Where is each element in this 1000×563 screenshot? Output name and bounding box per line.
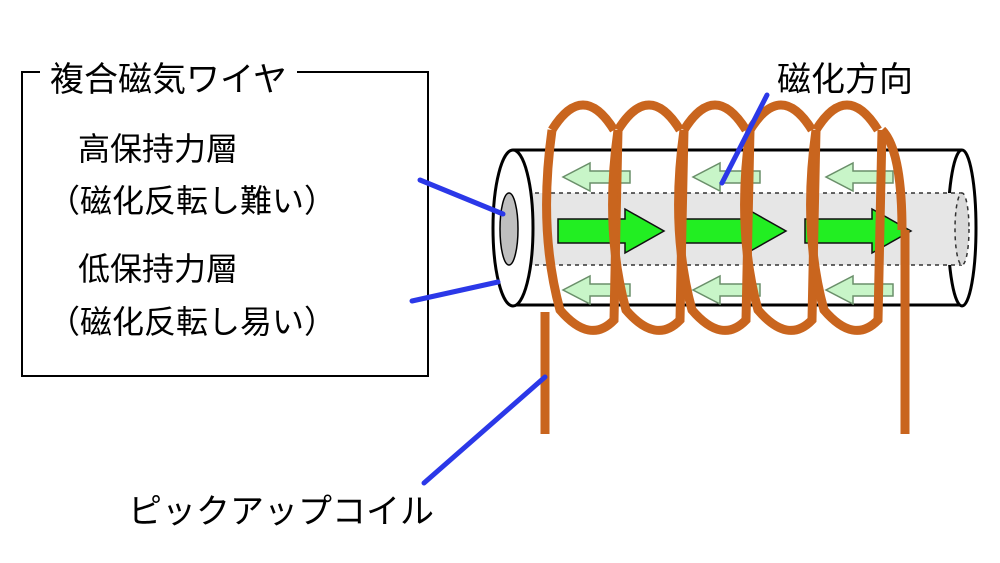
shell-arrow bbox=[824, 161, 894, 193]
low-coercivity-label: 低保持力層 bbox=[78, 250, 239, 288]
shell-arrows bbox=[561, 161, 894, 306]
core-left-end bbox=[499, 192, 519, 266]
high-coercivity-label: 高保持力層 bbox=[78, 130, 239, 168]
leader-high-coercivity bbox=[417, 177, 506, 217]
legend-box-title: 複合磁気ワイヤ bbox=[40, 52, 297, 101]
coil-back bbox=[548, 100, 882, 133]
shell-arrow bbox=[824, 274, 894, 306]
leader-magnetization-direction bbox=[719, 92, 770, 186]
pickup-coil-label: ピックアップコイル bbox=[128, 492, 434, 532]
leader-low-coercivity bbox=[409, 279, 501, 304]
shell-arrow bbox=[561, 161, 631, 193]
magnetization-direction-label: 磁化方向 bbox=[777, 60, 913, 100]
leader-lines bbox=[409, 92, 770, 486]
low-coercivity-note: （磁化反転し易い） bbox=[48, 303, 337, 341]
core-right-end bbox=[954, 192, 970, 266]
leader-pickup-coil bbox=[421, 374, 548, 486]
high-coercivity-note: （磁化反転し難い） bbox=[48, 182, 337, 220]
coil-front bbox=[542, 126, 907, 335]
